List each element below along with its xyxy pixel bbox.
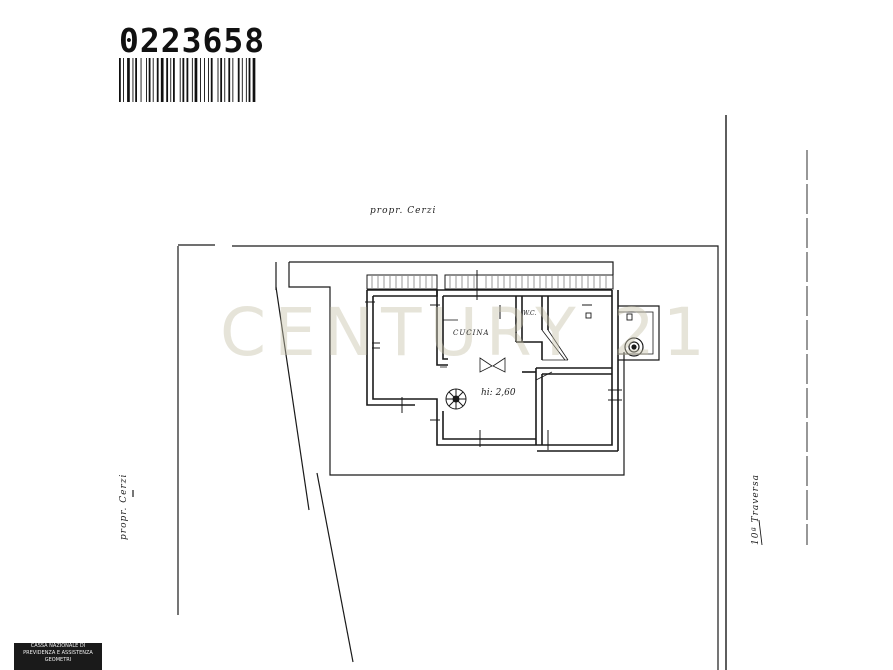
access-diagonal (316, 472, 354, 663)
vent-mark (585, 312, 592, 319)
lot-boundary (178, 244, 719, 670)
top-neighbor-label: propr. Cerzi (370, 206, 437, 216)
street-label: 10ª Traversa (751, 474, 761, 545)
dimension-mark-right (758, 519, 763, 546)
balcony (618, 305, 660, 361)
hatched-wall-left (366, 274, 438, 290)
spiral-stair-icon (445, 388, 467, 410)
stamp-line-1: CASSA NAZIONALE DI (30, 643, 86, 649)
courtyard-outer (275, 261, 614, 290)
room-wc-label: W.C. (523, 310, 537, 317)
door-swing (541, 329, 569, 361)
stamp-line-3: GEOMETRI (44, 657, 72, 663)
left-neighbor-label: propr. Cerzi (119, 473, 129, 540)
hatched-wall-right (444, 274, 614, 290)
watermark: CENTURY 21 (220, 294, 713, 371)
barcode-icon (119, 58, 256, 102)
room-kitchen-label: CUCINA (453, 329, 490, 337)
courtyard-diagonal (275, 286, 310, 511)
document-number: 0223658 (119, 21, 266, 60)
tank-icon (624, 337, 644, 357)
house-walls (366, 289, 619, 452)
ceiling-height-label: hi: 2,60 (481, 388, 516, 398)
wall-ticks (365, 270, 622, 450)
official-stamp: CASSA NAZIONALE DI PREVIDENZA E ASSISTEN… (14, 643, 102, 670)
stamp-line-2: PREVIDENZA E ASSISTENZA (23, 650, 93, 656)
chimney-mark (626, 313, 633, 321)
